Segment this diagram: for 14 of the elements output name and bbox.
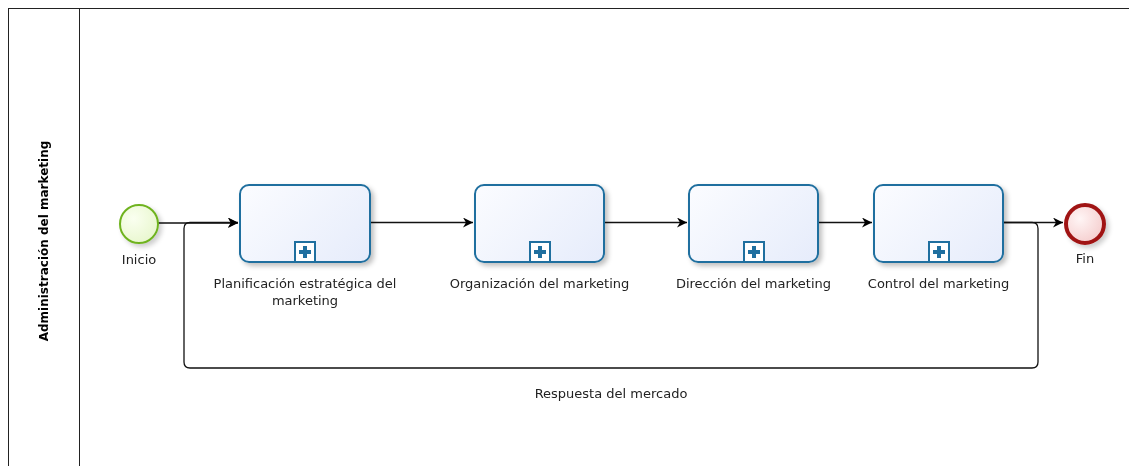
sequence-flow-arrow [157, 218, 239, 228]
sequence-flow-arrow [603, 217, 688, 228]
sequence-flow-arrow [369, 217, 474, 228]
task-label: Dirección del marketing [674, 275, 833, 292]
task-label: Organización del marketing [448, 275, 631, 292]
event-label: Fin [1075, 251, 1095, 266]
edge-label: Respuesta del mercado [534, 386, 688, 401]
sequence-flow-arrow [817, 217, 873, 228]
task-label: Control del marketing [866, 275, 1011, 292]
event-label: Inicio [121, 252, 157, 267]
pool-title: Administración del marketing [37, 140, 51, 342]
sequence-flow-arrow [183, 217, 1039, 369]
task-label: Planificación estratégica del marketing [212, 275, 398, 309]
pool [8, 8, 1129, 466]
